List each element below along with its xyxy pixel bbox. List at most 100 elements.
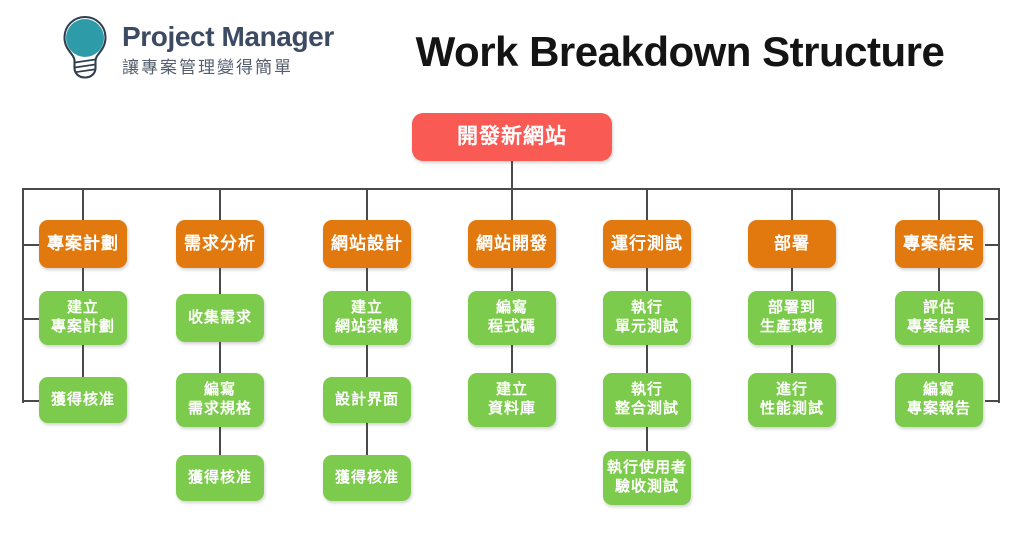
node-text-line: 整合測試 xyxy=(614,400,679,417)
node-text-line: 評估 xyxy=(922,299,955,317)
task-connector xyxy=(366,268,368,291)
node-text-line: 執行使用者 xyxy=(606,459,687,477)
node-text-line: 運行測試 xyxy=(611,234,683,254)
branch-drop-connector xyxy=(511,188,513,220)
root-stem-connector xyxy=(511,161,513,188)
task-connector xyxy=(646,345,648,373)
node-text-line: 開發新網站 xyxy=(457,124,567,148)
node-text-line: 程式碼 xyxy=(487,318,536,335)
spine-stub-connector xyxy=(985,244,1000,246)
brand-text: Project Manager 讓專案管理變得簡單 xyxy=(122,12,334,81)
phase-node[interactable]: 需求分析 xyxy=(176,220,264,268)
branch-drop-connector xyxy=(219,188,221,220)
node-text-line: 專案計劃 xyxy=(50,318,115,335)
branch-drop-connector xyxy=(646,188,648,220)
task-node[interactable]: 部署到生產環境 xyxy=(748,291,836,345)
phase-node[interactable]: 網站設計 xyxy=(323,220,411,268)
task-node[interactable]: 執行使用者驗收測試 xyxy=(603,451,691,505)
task-connector xyxy=(791,345,793,373)
task-connector xyxy=(219,342,221,373)
node-text-line: 專案計劃 xyxy=(47,234,119,254)
task-connector xyxy=(82,268,84,291)
page-title: Work Breakdown Structure xyxy=(415,28,945,75)
task-node[interactable]: 建立專案計劃 xyxy=(39,291,127,345)
node-text-line: 收集需求 xyxy=(187,308,252,326)
node-text-line: 部署 xyxy=(774,234,810,254)
branch-drop-connector xyxy=(366,188,368,220)
task-node[interactable]: 進行性能測試 xyxy=(748,373,836,427)
task-connector xyxy=(219,427,221,455)
node-text-line: 進行 xyxy=(775,381,808,399)
spine-stub-connector xyxy=(22,318,39,320)
spine-stub-connector xyxy=(22,244,39,246)
task-node[interactable]: 獲得核准 xyxy=(323,455,411,501)
node-text-line: 網站架構 xyxy=(334,318,399,335)
node-text-line: 專案報告 xyxy=(906,400,971,417)
task-connector xyxy=(938,268,940,291)
task-node[interactable]: 評估專案結果 xyxy=(895,291,983,345)
node-text-line: 建立 xyxy=(495,381,528,399)
phase-node[interactable]: 部署 xyxy=(748,220,836,268)
task-connector xyxy=(791,268,793,291)
task-node[interactable]: 設計界面 xyxy=(323,377,411,423)
task-node[interactable]: 建立網站架構 xyxy=(323,291,411,345)
node-text-line: 獲得核准 xyxy=(50,390,115,408)
left-spine-connector xyxy=(22,188,24,403)
brand-name: Project Manager xyxy=(122,21,334,52)
node-text-line: 性能測試 xyxy=(759,400,824,417)
node-text-line: 執行 xyxy=(630,381,663,399)
task-connector xyxy=(511,268,513,291)
node-text-line: 需求規格 xyxy=(187,400,252,417)
phase-node[interactable]: 專案結束 xyxy=(895,220,983,268)
phase-node[interactable]: 專案計劃 xyxy=(39,220,127,268)
node-text-line: 部署到 xyxy=(767,299,816,317)
lightbulb-icon xyxy=(63,15,107,79)
node-text-line: 建立 xyxy=(66,299,99,317)
task-node[interactable]: 編寫專案報告 xyxy=(895,373,983,427)
task-node[interactable]: 執行單元測試 xyxy=(603,291,691,345)
task-node[interactable]: 編寫程式碼 xyxy=(468,291,556,345)
node-text-line: 執行 xyxy=(630,299,663,317)
phase-node[interactable]: 網站開發 xyxy=(468,220,556,268)
brand-tagline: 讓專案管理變得簡單 xyxy=(122,58,293,78)
brand-logo: Project Manager 讓專案管理變得簡單 xyxy=(56,12,334,84)
task-connector xyxy=(366,423,368,455)
node-text-line: 編寫 xyxy=(495,299,528,317)
task-connector xyxy=(82,345,84,377)
node-text-line: 建立 xyxy=(350,299,383,317)
node-text-line: 驗收測試 xyxy=(614,478,679,495)
phase-node[interactable]: 運行測試 xyxy=(603,220,691,268)
task-connector xyxy=(646,268,648,291)
node-text-line: 專案結果 xyxy=(906,318,971,335)
node-text-line: 資料庫 xyxy=(487,400,536,417)
branch-drop-connector xyxy=(82,188,84,220)
branch-drop-connector xyxy=(791,188,793,220)
spine-stub-connector xyxy=(985,400,1000,402)
task-node[interactable]: 獲得核准 xyxy=(176,455,264,501)
branch-drop-connector xyxy=(938,188,940,220)
node-text-line: 網站開發 xyxy=(476,234,548,254)
node-text-line: 專案結束 xyxy=(903,234,975,254)
spine-stub-connector xyxy=(985,318,1000,320)
task-node[interactable]: 編寫需求規格 xyxy=(176,373,264,427)
task-connector xyxy=(219,268,221,294)
root-node[interactable]: 開發新網站 xyxy=(412,113,612,161)
task-node[interactable]: 收集需求 xyxy=(176,294,264,342)
node-text-line: 編寫 xyxy=(203,381,236,399)
node-text-line: 獲得核准 xyxy=(187,468,252,486)
node-text-line: 生產環境 xyxy=(759,318,824,335)
node-text-line: 需求分析 xyxy=(184,234,256,254)
task-connector xyxy=(646,427,648,451)
task-node[interactable]: 執行整合測試 xyxy=(603,373,691,427)
node-text-line: 設計界面 xyxy=(334,390,399,408)
task-connector xyxy=(366,345,368,377)
task-connector xyxy=(938,345,940,373)
task-connector xyxy=(511,345,513,373)
task-node[interactable]: 建立資料庫 xyxy=(468,373,556,427)
page-header: Project Manager 讓專案管理變得簡單 Work Breakdown… xyxy=(0,0,1024,104)
task-node[interactable]: 獲得核准 xyxy=(39,377,127,423)
node-text-line: 單元測試 xyxy=(614,318,679,335)
node-text-line: 編寫 xyxy=(922,381,955,399)
